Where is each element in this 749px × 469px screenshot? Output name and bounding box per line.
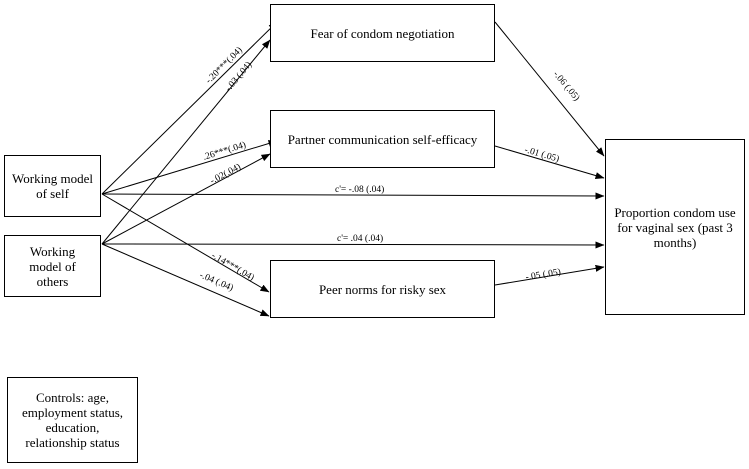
box-partner-communication: Partner communication self-efficacy: [270, 110, 495, 168]
arrow-self-outcome: [101, 192, 605, 200]
box-partner-text: Partner communication self-efficacy: [287, 131, 478, 147]
label-peer-outcome: -.05 (.05): [525, 267, 562, 283]
arrow-others-outcome: [101, 241, 605, 249]
box-working-model-others: Working model of others: [4, 235, 101, 297]
box-controls-text: Controls: age, employment status, educat…: [21, 390, 124, 450]
label-self-outcome-direct: c'= -.08 (.04): [335, 184, 384, 195]
box-fear-text: Fear of condom negotiation: [310, 25, 455, 41]
label-others-peer: -.04 (.04): [198, 270, 235, 294]
label-others-outcome-direct: c'= .04 (.04): [337, 233, 383, 244]
label-self-partner: .26***(.04): [202, 139, 248, 162]
box-outcome-text: Proportion condom use for vaginal sex (p…: [614, 204, 736, 250]
box-working-model-self: Working model of self: [4, 155, 101, 217]
arrow-self-fear: [101, 21, 278, 195]
box-peer-norms: Peer norms for risky sex: [270, 260, 495, 318]
arrow-self-partner: [101, 140, 278, 195]
arrow-others-peer: [101, 243, 270, 317]
arrow-partner-outcome: [494, 145, 605, 179]
box-working-model-others-text: Working model of others: [29, 243, 76, 289]
label-others-partner: -.02(.04): [208, 161, 243, 186]
arrow-fear-outcome: [494, 21, 605, 157]
box-fear-condom-negotiation: Fear of condom negotiation: [270, 4, 495, 62]
box-controls: Controls: age, employment status, educat…: [7, 377, 138, 463]
arrow-others-fear: [101, 39, 271, 245]
arrow-others-partner: [101, 153, 271, 245]
box-condom-use-outcome: Proportion condom use for vaginal sex (p…: [605, 139, 745, 315]
arrow-peer-outcome: [494, 264, 605, 286]
label-fear-outcome: -.06 (.05): [551, 69, 582, 103]
box-peer-text: Peer norms for risky sex: [318, 281, 447, 297]
label-partner-outcome: -.01 (.05): [523, 144, 560, 164]
box-working-model-self-text: Working model of self: [12, 171, 93, 201]
